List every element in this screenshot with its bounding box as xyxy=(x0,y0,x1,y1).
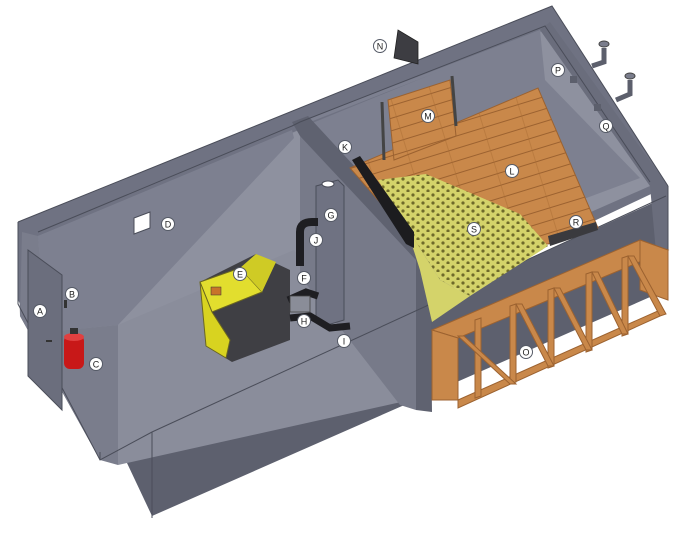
callout-d: D xyxy=(161,217,175,231)
callout-a: A xyxy=(33,304,47,318)
filling-lid xyxy=(393,29,419,65)
callout-label: I xyxy=(343,337,346,347)
callout-label: C xyxy=(93,360,100,370)
callout-k: K xyxy=(338,140,352,154)
callout-n: N xyxy=(373,39,387,53)
callout-labels: A B C D E F G H I J K L M N O P Q R S xyxy=(33,39,613,371)
filling-couplings xyxy=(570,40,636,111)
callout-label: S xyxy=(471,225,477,235)
callout-i: I xyxy=(337,334,351,348)
callout-label: P xyxy=(555,66,561,76)
impact-mat xyxy=(352,156,414,248)
storage-room xyxy=(349,75,670,409)
callout-label: A xyxy=(37,307,43,317)
callout-f: F xyxy=(297,271,311,285)
callout-p: P xyxy=(551,63,565,77)
callout-m: M xyxy=(421,109,435,123)
fire-extinguisher xyxy=(64,300,84,369)
vent-opening xyxy=(133,211,151,235)
wooden-frame xyxy=(430,239,670,409)
callout-q: Q xyxy=(599,119,613,133)
callout-label: D xyxy=(165,220,172,230)
callout-b: B xyxy=(65,287,79,301)
callout-label: N xyxy=(377,42,384,52)
callout-r: R xyxy=(569,215,583,229)
callout-h: H xyxy=(297,314,311,328)
callout-e: E xyxy=(233,267,247,281)
callout-label: J xyxy=(314,236,319,246)
pellet-boiler xyxy=(199,254,290,362)
room1-back-wall xyxy=(38,130,294,332)
callout-label: E xyxy=(237,270,243,280)
callout-label: O xyxy=(522,348,529,358)
callout-label: F xyxy=(301,274,307,284)
callout-label: G xyxy=(327,211,334,221)
callout-label: L xyxy=(509,167,514,177)
auger-channel xyxy=(548,222,598,246)
pellet-pile xyxy=(378,174,548,296)
wooden-hatch xyxy=(387,79,457,161)
callout-s: S xyxy=(467,222,481,236)
callout-label: Q xyxy=(602,122,609,132)
door xyxy=(27,249,63,412)
room1-floor xyxy=(118,250,410,465)
callout-g: G xyxy=(324,208,338,222)
callout-j: J xyxy=(309,233,323,247)
callout-label: M xyxy=(424,112,432,122)
callout-o: O xyxy=(519,345,533,359)
callout-c: C xyxy=(89,357,103,371)
callout-label: R xyxy=(573,218,580,228)
callout-label: K xyxy=(342,143,348,153)
right-end-wall xyxy=(540,22,668,296)
callout-label: H xyxy=(301,317,308,327)
callout-l: L xyxy=(505,164,519,178)
callout-label: B xyxy=(69,290,75,300)
